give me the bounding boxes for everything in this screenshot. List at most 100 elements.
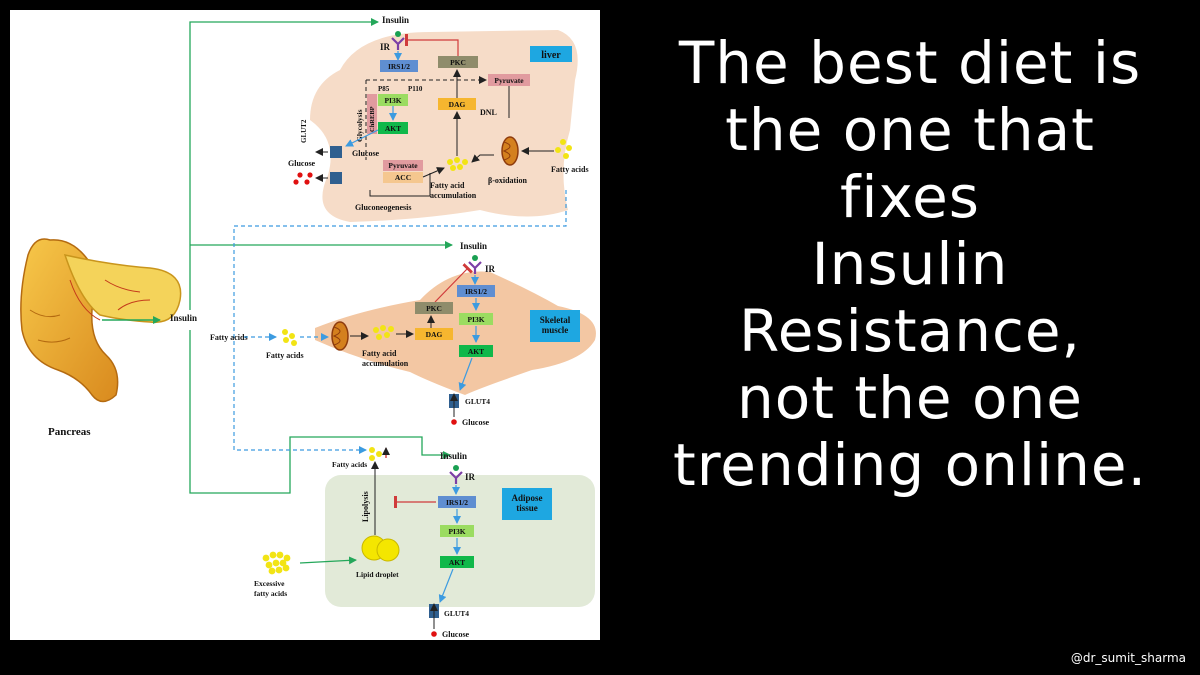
insulin-resistance-diagram: Pancreas Insulin Insulin IR IRS1/2 PKC l… <box>20 15 596 639</box>
liver-glut2-transporter-bottom <box>330 172 342 184</box>
adipose-ir-label: IR <box>465 472 476 482</box>
liver-dag-box <box>438 98 476 110</box>
adipose-tissue-label-box <box>502 488 552 520</box>
liver-insulin-label: Insulin <box>382 15 409 25</box>
adipose-glucose-label: Glucose <box>442 630 470 639</box>
adipose-akt-box <box>440 556 474 568</box>
liver-akt-box <box>378 122 408 134</box>
pancreas-illustration <box>20 238 182 403</box>
adipose-lipid-droplet-label: Lipid droplet <box>356 570 399 579</box>
liver-gluconeogenesis-label: Gluconeogenesis <box>355 203 411 212</box>
arrow-akt-glut2 <box>345 129 379 147</box>
liver-chrebp-box <box>367 94 377 134</box>
muscle-pi3k-box <box>459 313 493 325</box>
muscle-pkc-label: PKC <box>426 304 442 313</box>
liver-irs-box <box>380 60 418 72</box>
adipose-lipolysis-label: Lipolysis <box>361 491 370 522</box>
liver-fatty-acids-dots <box>555 139 572 159</box>
liver-pyruvate-low-box <box>383 160 423 171</box>
muscle-mitochondrion-icon <box>331 321 349 351</box>
slogan-line: trending online. <box>672 431 1148 499</box>
fatty-acid-dashed-flow <box>233 190 567 454</box>
adipose-insulin-label: Insulin <box>440 451 467 461</box>
lipid-droplet-icon <box>361 535 400 562</box>
arrow-akt-glut4-muscle <box>458 357 473 391</box>
slogan-line: Insulin <box>811 230 1009 298</box>
liver-acc-label: ACC <box>395 173 411 182</box>
adipose-irs-box <box>438 496 476 508</box>
muscle-insulin-receptor-icon <box>468 255 482 274</box>
muscle-tissue-label-box <box>530 310 580 342</box>
glucose-dot <box>297 172 303 178</box>
diagram-panel: Pancreas Insulin Insulin IR IRS1/2 PKC l… <box>10 10 600 640</box>
muscle-dag-label: DAG <box>426 330 443 339</box>
liver-insulin-receptor-icon <box>391 31 405 50</box>
glucose-dot <box>304 179 310 185</box>
arrow-insulin-to-adipose <box>189 330 451 494</box>
arrow-betaox-fa <box>471 154 494 163</box>
adipose-fatty-acids-label: Fatty acids <box>332 460 367 469</box>
muscle-fa-accum-dots <box>373 325 394 340</box>
skeletal-muscle-region <box>315 271 596 395</box>
liver-ir-label: IR <box>380 42 391 52</box>
muscle-fa-dots <box>282 329 297 346</box>
liver-acc-box <box>383 172 423 183</box>
liver-pi3k-box <box>378 94 408 106</box>
slogan-line: Resistance, <box>739 297 1081 365</box>
liver-tissue-label-box <box>530 46 572 62</box>
glucose-dot <box>307 172 313 178</box>
muscle-insulin-label: Insulin <box>460 241 487 251</box>
pancreas-label: Pancreas <box>48 426 91 438</box>
liver-p85-label: P85 <box>378 85 390 93</box>
arrow-excess-fa-droplet <box>299 556 357 565</box>
gluconeogenesis-path <box>369 173 431 197</box>
mitochondrion-icon <box>501 136 519 166</box>
liver-glut2-label: GLUT2 <box>300 119 308 143</box>
liver-pyruvate-low-label: Pyruvate <box>388 161 418 170</box>
muscle-glut4-label: GLUT4 <box>465 397 490 406</box>
arrow-acc-fa <box>422 167 445 178</box>
liver-p110-label: P110 <box>408 85 423 93</box>
muscle-ir-label: IR <box>485 264 496 274</box>
inhibit-pkc-ir-muscle <box>434 263 474 303</box>
muscle-glucose-dot <box>451 419 457 425</box>
muscle-fatty-acids-left-label: Fatty acids <box>210 333 248 342</box>
glucose-dot <box>293 179 299 185</box>
muscle-fatty-acids-in-label: Fatty acids <box>266 351 304 360</box>
liver-pkc-label: PKC <box>450 58 466 67</box>
muscle-pi3k-label: PI3K <box>467 315 484 324</box>
author-handle: @dr_sumit_sharma <box>1070 651 1186 665</box>
muscle-akt-label: AKT <box>468 347 484 356</box>
liver-chrebp-label: ChREBP <box>369 106 376 132</box>
arrow-akt-glut4-adipose <box>438 568 454 603</box>
insulin-center-label: Insulin <box>170 313 197 323</box>
liver-fatty-acid-cluster <box>447 157 468 171</box>
muscle-dag-box <box>415 328 453 340</box>
muscle-irs-box <box>457 285 495 297</box>
adipose-pi3k-label: PI3K <box>448 527 465 536</box>
muscle-akt-box <box>459 345 493 357</box>
slogan-line: The best diet is <box>678 29 1142 97</box>
liver-glycolysis-label: Glycolysis <box>355 109 364 142</box>
adipose-glut4-label: GLUT4 <box>444 609 469 618</box>
slogan-text: The best diet is the one that fixes Insu… <box>640 30 1180 499</box>
muscle-glucose-label: Glucose <box>462 418 490 427</box>
adipose-irs-label: IRS1/2 <box>446 498 468 507</box>
slogan-line: the one that <box>725 96 1095 164</box>
liver-tissue-label: liver <box>541 50 561 61</box>
arrow-insulin-to-liver <box>189 18 379 310</box>
slogan-line: fixes <box>840 163 980 231</box>
liver-pkc-box <box>438 56 478 68</box>
liver-glucose-inner-label: Glucose <box>352 149 380 158</box>
liver-fatty-acids-label: Fatty acids <box>551 165 589 174</box>
adipose-akt-label: AKT <box>449 558 465 567</box>
liver-beta-ox-label: β-oxidation <box>488 176 527 185</box>
liver-pi3k-label: PI3K <box>384 96 401 105</box>
excessive-fa-cluster <box>262 551 291 575</box>
liver-dnl-label: DNL <box>480 108 497 117</box>
liver-glut2-transporter-top <box>330 146 342 158</box>
